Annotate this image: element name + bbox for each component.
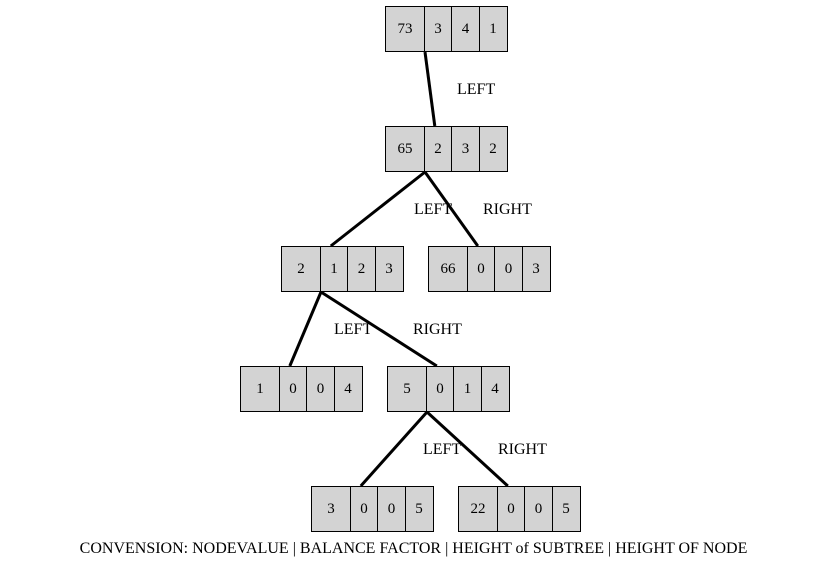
balance-factor: 0	[425, 366, 455, 412]
balance-factor: 0	[278, 366, 308, 412]
node-value: 66	[428, 246, 468, 292]
node-value: 3	[311, 486, 351, 532]
subtree-height: 0	[306, 366, 335, 412]
subtree-height: 0	[494, 246, 523, 292]
tree-node-65: 65 2 3 2	[385, 126, 508, 172]
subtree-height: 0	[524, 486, 553, 532]
balance-factor: 0	[466, 246, 496, 292]
tree-node-73: 73 3 4 1	[385, 6, 508, 52]
edge-label-73-65: LEFT	[457, 81, 496, 98]
node-height: 2	[478, 126, 508, 172]
tree-edge-n5-n22	[425, 410, 509, 488]
subtree-height: 4	[451, 6, 480, 52]
node-height: 4	[333, 366, 363, 412]
subtree-height: 3	[451, 126, 480, 172]
edge-label-65-66: RIGHT	[483, 201, 532, 218]
balance-factor: 2	[423, 126, 453, 172]
edge-label-5-3: LEFT	[423, 441, 462, 458]
node-value: 65	[385, 126, 425, 172]
node-value: 22	[458, 486, 498, 532]
subtree-height: 1	[453, 366, 482, 412]
node-value: 5	[387, 366, 427, 412]
edge-label-2-1: LEFT	[334, 321, 373, 338]
node-height: 3	[521, 246, 551, 292]
edge-label-65-2: LEFT	[414, 201, 453, 218]
edge-label-5-22: RIGHT	[498, 441, 547, 458]
balance-factor: 1	[319, 246, 349, 292]
tree-edge-n2-n5	[320, 290, 438, 368]
node-value: 2	[281, 246, 321, 292]
balance-factor: 3	[423, 6, 453, 52]
subtree-height: 0	[377, 486, 406, 532]
tree-node-5: 5 0 1 4	[387, 366, 510, 412]
balance-factor: 0	[496, 486, 526, 532]
edge-label-2-5: RIGHT	[413, 321, 462, 338]
tree-node-66: 66 0 0 3	[428, 246, 551, 292]
node-height: 1	[478, 6, 508, 52]
node-height: 3	[374, 246, 404, 292]
tree-node-2: 2 1 2 3	[281, 246, 404, 292]
tree-edge-n73-n65	[423, 51, 437, 127]
tree-edge-n65-n2	[329, 170, 426, 248]
tree-edge-n5-n3	[359, 410, 429, 488]
node-height: 5	[551, 486, 581, 532]
node-value: 73	[385, 6, 425, 52]
balance-factor: 0	[349, 486, 379, 532]
node-height: 5	[404, 486, 434, 532]
node-value: 1	[240, 366, 280, 412]
tree-edge-n2-n1	[288, 291, 323, 367]
tree-node-22: 22 0 0 5	[458, 486, 581, 532]
tree-node-1: 1 0 0 4	[240, 366, 363, 412]
convention-caption: CONVENSION: NODEVALUE | BALANCE FACTOR |…	[79, 540, 748, 557]
tree-node-3: 3 0 0 5	[311, 486, 434, 532]
tree-edge-n65-n66	[423, 171, 480, 247]
subtree-height: 2	[347, 246, 376, 292]
node-height: 4	[480, 366, 510, 412]
